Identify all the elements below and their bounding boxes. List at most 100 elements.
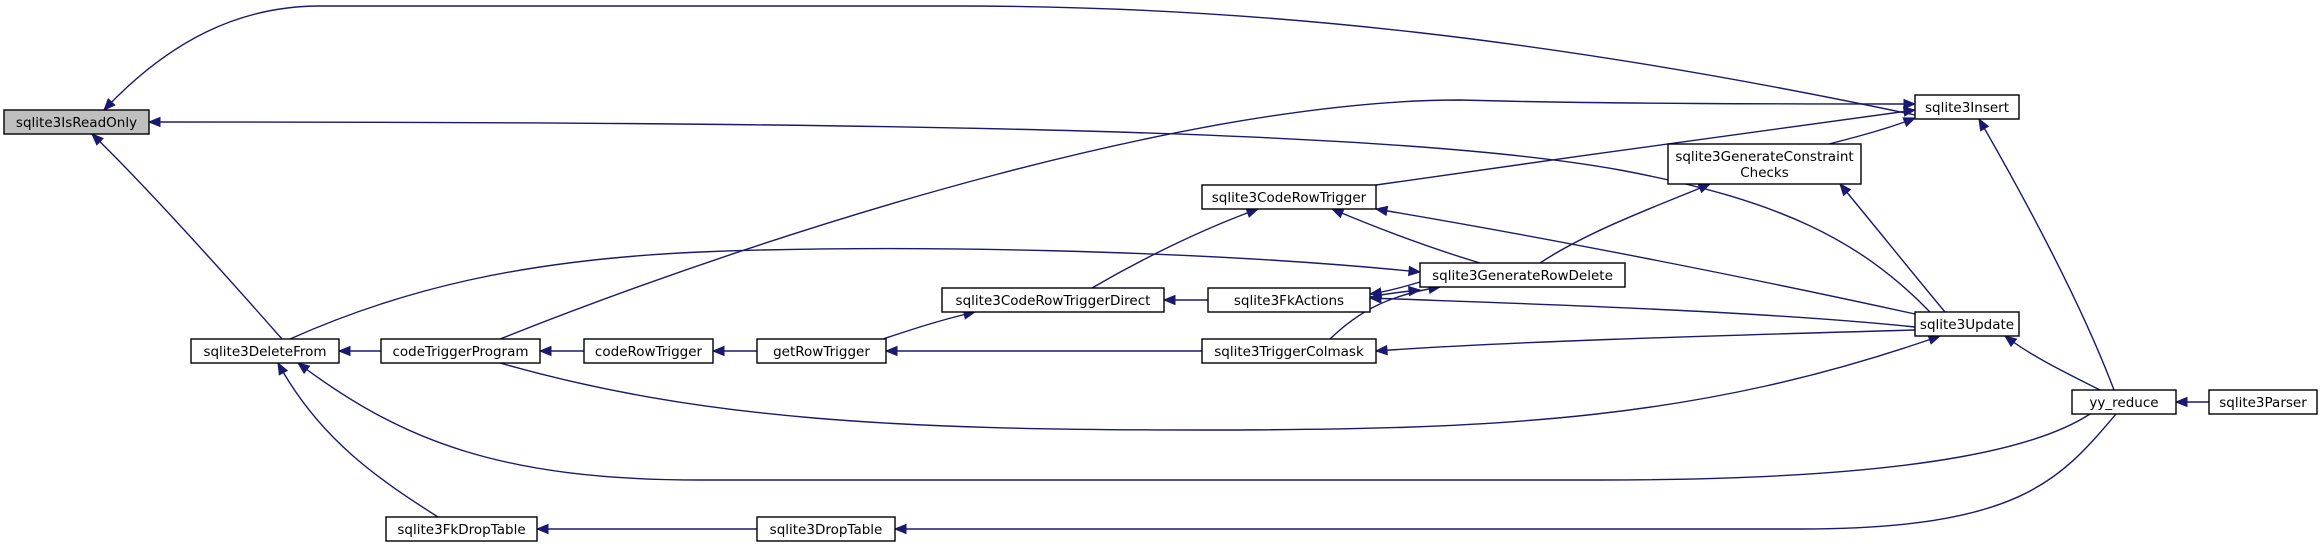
call-edge-line <box>277 362 439 518</box>
node-label: codeTriggerProgram <box>392 344 528 360</box>
call-edge-line <box>1539 183 1711 264</box>
call-edge-line <box>289 247 1421 340</box>
function-node-dropTable[interactable]: sqlite3DropTable <box>756 516 896 542</box>
call-edge-getRowTrigger-to-codeRowTriggerF <box>711 345 757 357</box>
node-label: sqlite3GenerateRowDelete <box>1432 268 1613 284</box>
arrowhead-icon <box>1902 106 1917 117</box>
call-edge-line <box>1828 117 1916 145</box>
function-node-codeTriggerProgram[interactable]: codeTriggerProgram <box>380 338 541 364</box>
arrowhead-icon <box>1330 208 1345 219</box>
node-label: sqlite3DeleteFrom <box>203 344 326 360</box>
call-edge-yyReduce-to-dropTable <box>893 413 2117 535</box>
node-label: sqlite3Insert <box>1925 100 2009 116</box>
arrowhead-icon <box>147 116 161 128</box>
function-node-triggerColmask[interactable]: sqlite3TriggerColmask <box>1201 338 1377 364</box>
arrowhead-icon <box>1162 294 1176 306</box>
function-node-update[interactable]: sqlite3Update <box>1914 311 2020 337</box>
call-edge-line <box>103 5 1916 116</box>
call-edge-line <box>895 413 2117 530</box>
arrowhead-icon <box>2174 396 2188 408</box>
node-box <box>2208 389 2318 415</box>
arrowhead-icon <box>1374 205 1389 217</box>
call-edge-getRowTrigger-to-codeRowTriggerDirect <box>882 309 977 340</box>
function-node-codeRowTrigger[interactable]: sqlite3CodeRowTrigger <box>1201 184 1377 210</box>
node-label: sqlite3DropTable <box>770 522 883 538</box>
arrowhead-icon <box>296 362 311 375</box>
function-node-codeRowTriggerF[interactable]: codeRowTrigger <box>583 338 714 364</box>
arrowhead-icon <box>1374 344 1388 356</box>
function-node-deleteFrom[interactable]: sqlite3DeleteFrom <box>190 338 340 364</box>
arrowhead-icon <box>711 345 725 357</box>
function-node-fkDropTable[interactable]: sqlite3FkDropTable <box>385 516 538 542</box>
call-edge-genRowDelete-to-genConstraint <box>1539 183 1712 264</box>
call-edge-codeRowTriggerF-to-codeTriggerProgram <box>538 345 584 357</box>
node-label: codeRowTrigger <box>595 344 703 360</box>
call-graph-nodes: sqlite3IsReadOnly sqlite3Insert sqlite3Gen… <box>3 94 2318 542</box>
node-label: sqlite3TriggerColmask <box>1214 344 1364 360</box>
call-edge-parser-to-yyReduce <box>2174 396 2209 408</box>
arrowhead-icon <box>884 345 898 357</box>
call-edge-line <box>499 335 1941 431</box>
arrowhead-icon <box>2003 335 2018 348</box>
function-node-codeRowTriggerDirect[interactable]: sqlite3CodeRowTriggerDirect <box>941 287 1165 313</box>
call-edge-line <box>1978 118 2115 391</box>
node-label: sqlite3CodeRowTriggerDirect <box>956 293 1151 309</box>
call-edge-line <box>499 99 1916 340</box>
function-node-isReadOnly[interactable]: sqlite3IsReadOnly <box>3 109 150 135</box>
arrowhead-icon <box>535 523 549 535</box>
call-edge-line <box>882 311 976 340</box>
function-node-insert[interactable]: sqlite3Insert <box>1914 94 2020 120</box>
call-edge-line <box>2004 335 2101 391</box>
function-node-fkActions[interactable]: sqlite3FkActions <box>1207 287 1371 313</box>
node-label: sqlite3FkActions <box>1234 293 1344 309</box>
node-box <box>1914 94 2020 120</box>
call-edge-genConstraint-to-insert <box>1828 117 1917 145</box>
node-label: yy_reduce <box>2089 395 2158 411</box>
arrowhead-icon <box>1368 287 1383 298</box>
call-edge-yyReduce-to-deleteFrom <box>296 362 2091 481</box>
node-box <box>3 109 150 135</box>
call-edge-codeRowTrigger-to-insert <box>1375 106 1917 186</box>
node-box <box>756 516 896 542</box>
node-box <box>1914 311 2020 337</box>
node-label: getRowTrigger <box>773 344 870 360</box>
arrowhead-icon <box>1839 182 1852 197</box>
call-edge-genRowDelete-to-codeRowTrigger <box>1330 208 1481 264</box>
function-node-genRowDelete[interactable]: sqlite3GenerateRowDelete <box>1419 262 1626 288</box>
call-edge-genRowDelete-to-fkActions <box>1368 281 1421 298</box>
call-edge-update-to-genConstraint <box>1839 182 1946 313</box>
call-edge-deleteFrom-to-isReadOnly <box>91 133 283 340</box>
node-label: sqlite3Parser <box>2219 395 2307 411</box>
node-box <box>1207 287 1371 313</box>
call-edge-line <box>1375 109 1916 186</box>
call-edge-line <box>1329 286 1441 340</box>
call-edge-fkActions-to-codeRowTriggerDirect <box>1162 294 1208 306</box>
node-label: sqlite3GenerateConstraint <box>1675 149 1853 165</box>
node-box <box>2071 389 2177 415</box>
call-edge-fkDropTable-to-deleteFrom <box>277 361 439 518</box>
call-edge-codeTriggerProgram-to-insert <box>499 98 1917 340</box>
node-label: sqlite3CodeRowTrigger <box>1212 190 1367 206</box>
node-box <box>756 338 887 364</box>
call-edge-insert-to-isReadOnly <box>103 5 1916 116</box>
call-edge-update-to-isReadOnly <box>147 116 1931 313</box>
arrowhead-icon <box>91 133 104 146</box>
call-edge-line <box>297 362 2091 481</box>
arrowhead-icon <box>1697 183 1712 194</box>
call-edge-line <box>1331 208 1481 264</box>
node-box <box>385 516 538 542</box>
node-box <box>583 338 714 364</box>
call-edge-triggerColmask-to-getRowTrigger <box>884 345 1202 357</box>
node-box <box>941 287 1165 313</box>
function-node-getRowTrigger[interactable]: getRowTrigger <box>756 338 887 364</box>
function-node-parser[interactable]: sqlite3Parser <box>2208 389 2318 415</box>
call-edge-line <box>1369 297 1916 328</box>
call-edge-yyReduce-to-update <box>2003 335 2101 391</box>
node-label: sqlite3Update <box>1920 317 2014 333</box>
call-edge-codeRowTriggerDirect-to-codeRowTrigger <box>1091 207 1260 289</box>
function-node-yyReduce[interactable]: yy_reduce <box>2071 389 2177 415</box>
node-box <box>1667 143 1862 185</box>
call-edge-yyReduce-to-insert <box>1978 117 2115 391</box>
